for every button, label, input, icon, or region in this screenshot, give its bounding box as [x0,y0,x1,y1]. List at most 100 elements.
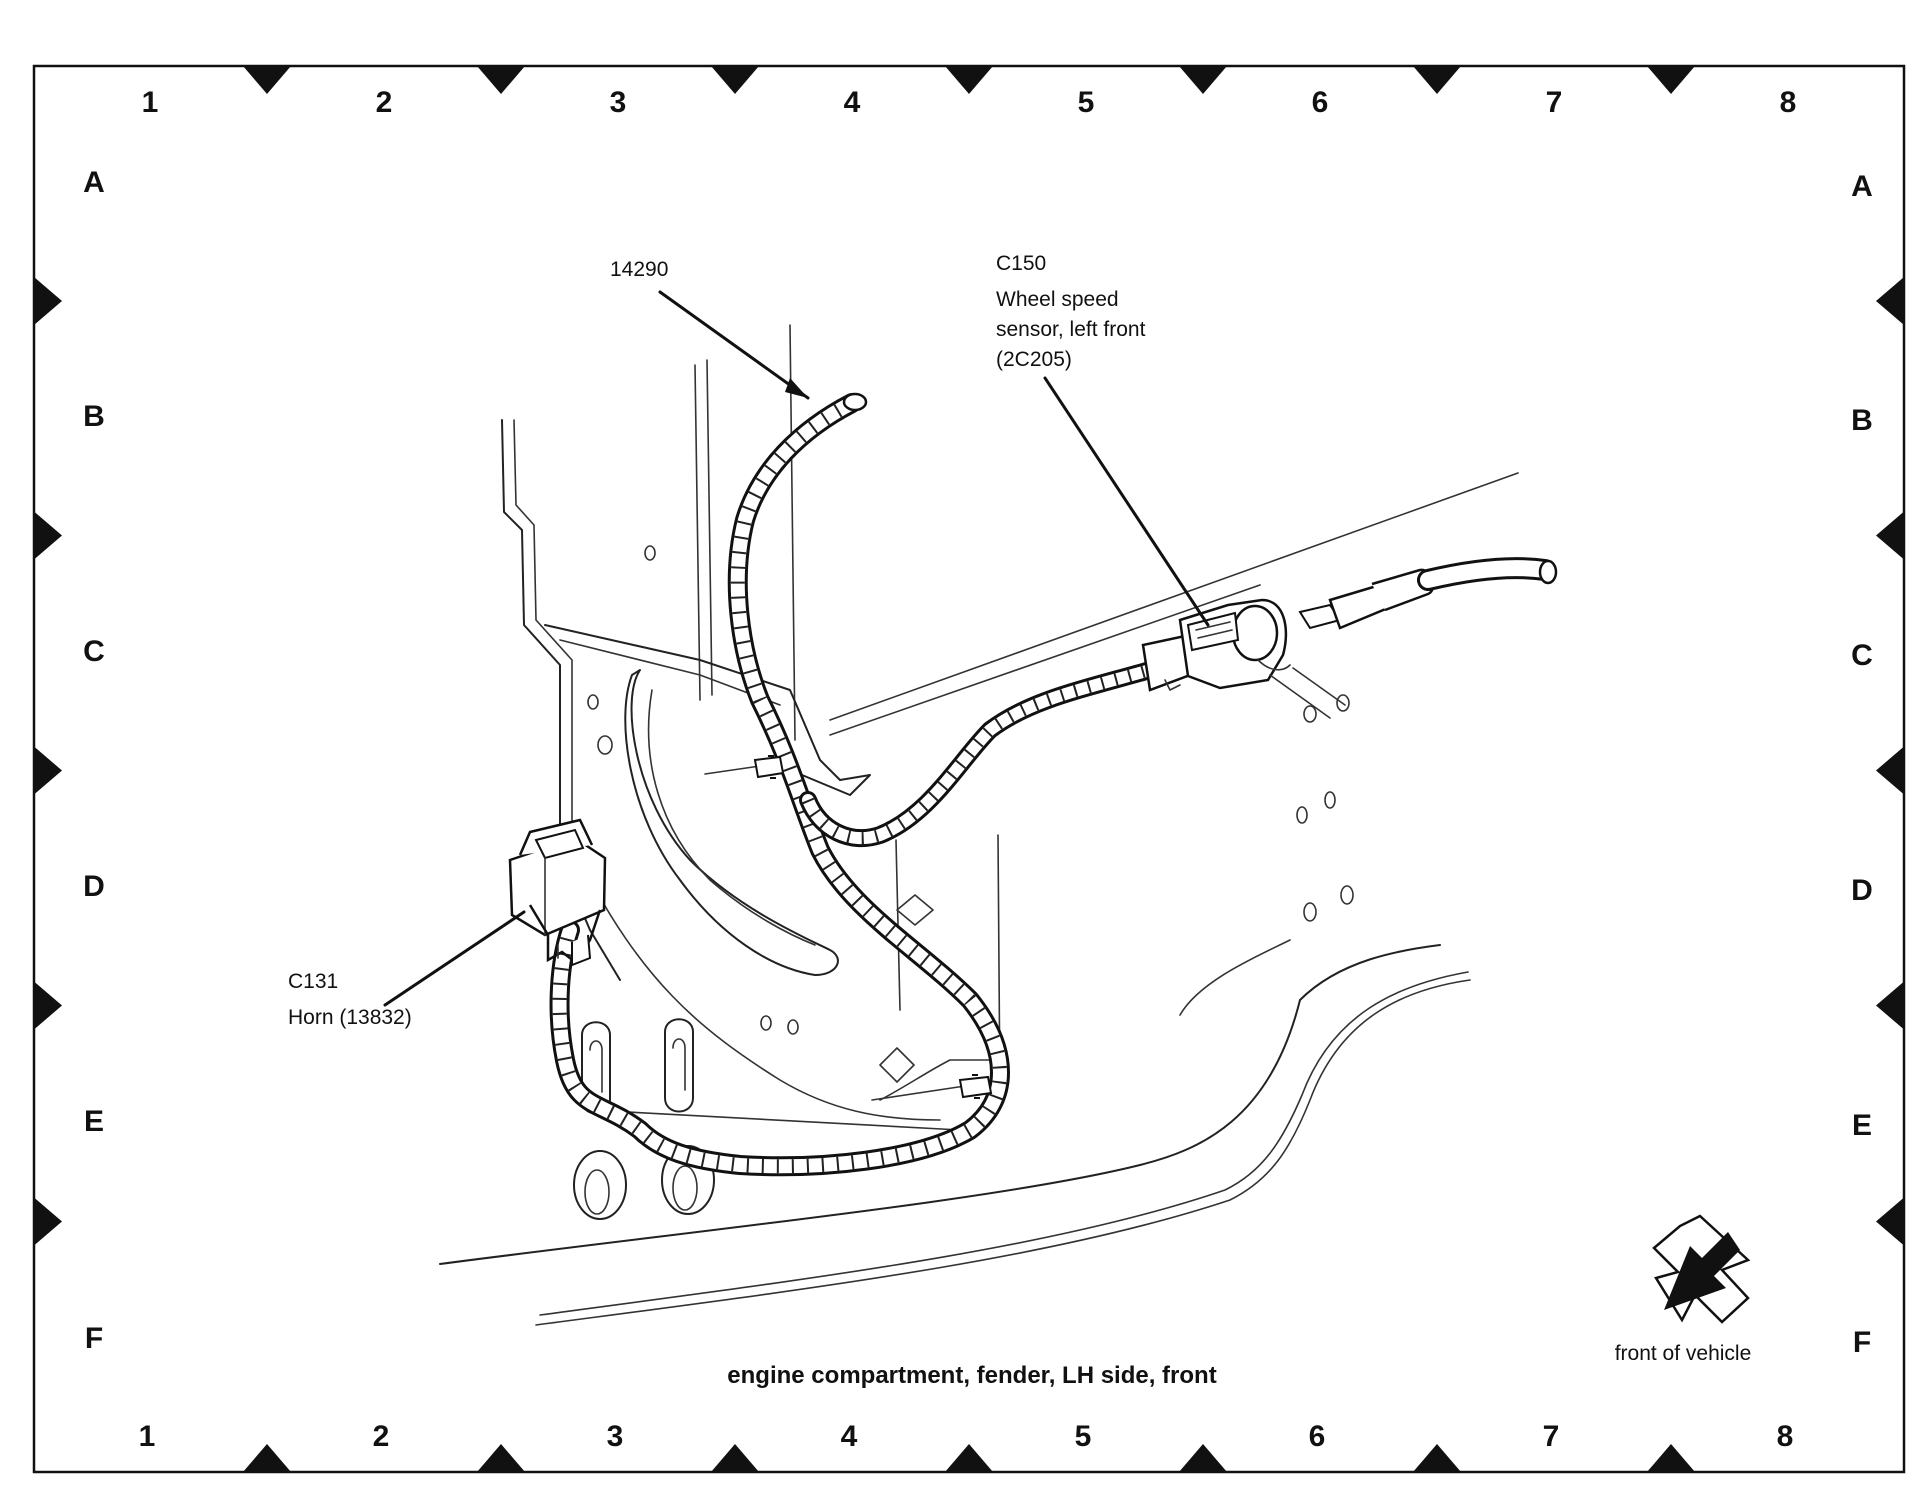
grid-marker-left [34,981,62,1030]
grid-marker-left [34,1197,62,1246]
panel-line-2 [706,359,713,696]
sensor-cable-fill [1420,560,1553,588]
grid-column-label-bottom: 1 [139,1420,156,1453]
mid-structure-1 [579,859,941,1121]
wiring-harness-14290 [549,392,1159,1177]
panel-line-3 [789,324,796,741]
grid-column-label-bottom: 7 [1543,1420,1560,1453]
grid-row-label-right: B [1851,404,1873,437]
mid-structure-2 [589,1109,961,1131]
connector-c131 [508,818,607,967]
grid-column-label-top: 4 [844,86,861,119]
mount-hole [1296,806,1308,824]
mount-hole [1324,791,1336,809]
wheel-speed-sensor-cable [1298,557,1558,630]
grid-column-label-top: 5 [1078,86,1095,119]
mount-hole [1336,694,1350,712]
mount-hole [1340,885,1354,905]
slot-opening-2-inner [672,1038,686,1091]
grid-marker-bottom [1413,1444,1461,1472]
mount-hole [787,1019,799,1035]
grid-column-label-bottom: 6 [1309,1420,1326,1453]
grid-marker-right [1876,1197,1904,1246]
grid-column-label-top: 6 [1312,86,1329,119]
grid-column-label-top: 1 [142,86,159,119]
grid-column-label-bottom: 4 [841,1420,858,1453]
grid-column-label-top: 8 [1780,86,1797,119]
grid-marker-top [1179,66,1227,94]
leader-harness-arrowhead [785,378,808,398]
round-opening-1 [573,1150,627,1220]
slot-opening-2 [664,1018,694,1113]
fender-structure [439,324,1519,1326]
apron-edge-left-inner [513,419,573,856]
grid-marker-left [34,277,62,325]
callout-c131-id: C131 [288,970,338,993]
grid-column-label-top: 7 [1546,86,1563,119]
leader-c150 [1043,376,1210,627]
front-direction-arrow-icon [1652,1214,1751,1324]
lower-sill-3 [539,971,1469,1316]
grid-row-label-left: D [83,870,105,903]
grid-marker-right [1876,746,1904,795]
locator-tab [896,894,934,926]
grid-marker-left [34,746,62,795]
round-opening-2-inner [672,1165,698,1211]
grid-marker-bottom [477,1444,525,1472]
diagram-frame [32,64,1906,1474]
callout-harness-id: 14290 [610,258,668,281]
fender-top-line-2 [829,584,1261,736]
grid-marker-top [477,66,525,94]
leader-lines [383,290,1210,1007]
grid-marker-left [34,511,62,560]
grid-markers [34,66,1904,1472]
harness-cut-end [842,392,868,412]
fender-top-line [829,472,1519,721]
grid-column-label-top: 2 [376,86,393,119]
grid-row-label-right: E [1852,1109,1872,1142]
connector-c150 [1141,598,1346,719]
mid-structure-3 [879,1059,1001,1101]
grid-row-label-right: A [1851,170,1873,203]
connector-c150-socket [1231,604,1279,662]
sensor-cable-cut-end [1538,559,1558,585]
diagram-caption: engine compartment, fender, LH side, fro… [727,1362,1216,1389]
grid-marker-bottom [243,1444,291,1472]
harness-branch-fill [802,664,1156,845]
upper-bracket [544,624,871,796]
slot-opening-1-inner [589,1040,603,1093]
lower-sill [439,944,1441,1265]
round-opening-1-inner [584,1169,610,1215]
mount-hole [1303,705,1317,723]
callout-c131-desc: Horn (13832) [288,1006,412,1029]
grid-marker-top [1647,66,1695,94]
harness-retainer-clip [871,1074,993,1101]
lower-sill-2 [535,979,1471,1326]
leader-harness-14290 [658,290,810,400]
grid-row-label-left: B [83,400,105,433]
callout-c150-desc-line3: (2C205) [996,348,1072,371]
grid-marker-bottom [711,1444,759,1472]
grid-marker-bottom [945,1444,993,1472]
grid-row-label-left: C [83,635,105,668]
grid-row-label-left: E [84,1105,104,1138]
grid-row-label-right: C [1851,639,1873,672]
callout-c150-desc-line2: sensor, left front [996,318,1146,341]
harness-retainer-clip [704,755,785,779]
wheel-arch-edge [1179,939,1291,1016]
grid-row-label-left: F [85,1322,103,1355]
harness-main-fill [552,396,1007,1174]
grid-marker-top [945,66,993,94]
channel-inner [647,689,816,946]
mount-hole [1303,902,1317,922]
grid-marker-right [1876,277,1904,325]
mount-hole [597,735,613,755]
grid-column-label-bottom: 8 [1777,1420,1794,1453]
mount-hole [760,1015,772,1031]
callout-c150-desc-line1: Wheel speed [996,288,1119,311]
grid-column-label-bottom: 2 [373,1420,390,1453]
grid-marker-top [711,66,759,94]
